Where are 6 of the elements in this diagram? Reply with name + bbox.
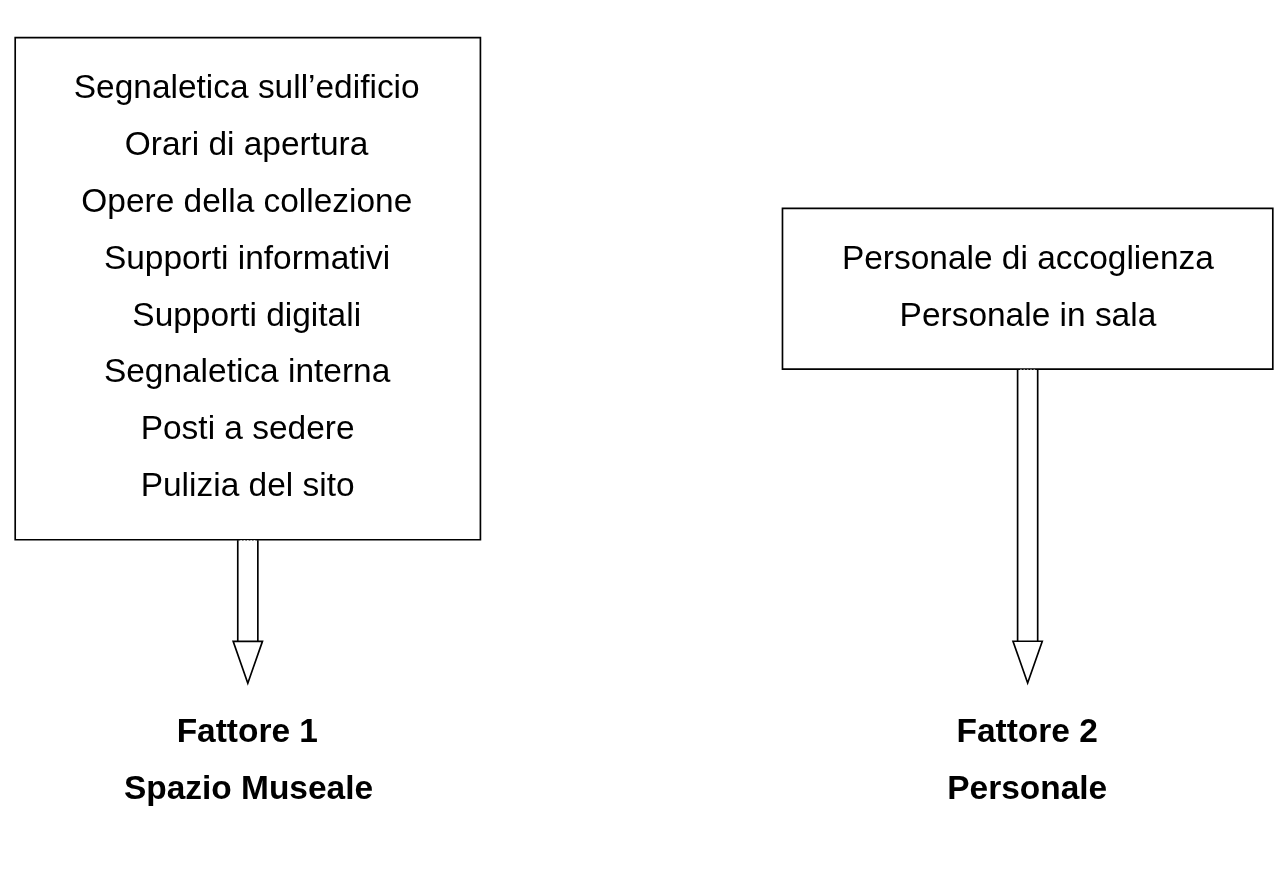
node-text: Fattore 2 Personale: [947, 711, 1108, 806]
node-box: Segnaletica sull’edificio Orari di apertura Opere della collezione Supporti informativi Supporti digitali Segnaletica interna Posti a sedere Pulizia del sito: [14, 36, 482, 541]
arrow: [232, 538, 264, 686]
node-box: Personale di accoglienza Personale in sala: [781, 207, 1274, 370]
arrow: [1011, 368, 1044, 686]
node-text: Fattore 1 Spazio Museale: [123, 711, 374, 806]
